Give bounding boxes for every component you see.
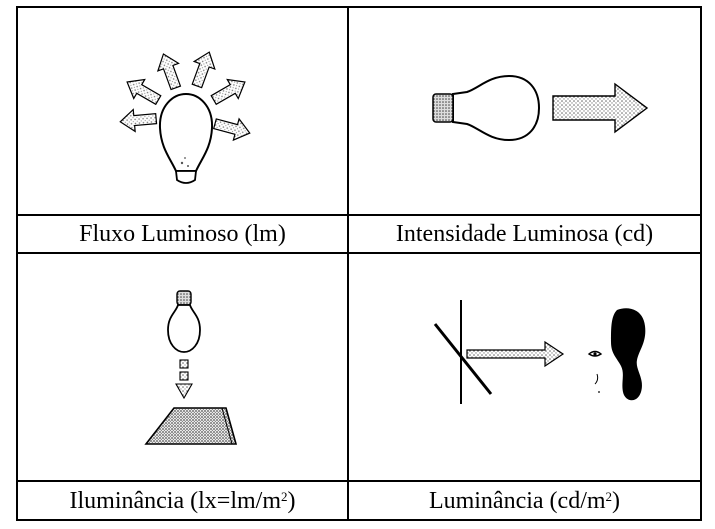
cell-luminous-flux-image — [18, 8, 347, 214]
bulb-over-surface-icon — [144, 290, 238, 445]
cell-luminance-image — [349, 254, 700, 480]
cell-luminous-intensity-image — [349, 8, 700, 214]
bulb-directional-arrow-icon — [432, 74, 649, 142]
bulb-radiating-arrows-icon — [119, 51, 251, 184]
caption-luminance-main: Luminância (cd/m — [428, 487, 606, 514]
cell-illuminance-image — [18, 254, 347, 480]
surface-to-eye-icon — [433, 300, 646, 404]
column-divider — [347, 8, 349, 519]
photometric-quantities-table: Fluxo Luminoso (lm) Intensidade Lumino — [16, 6, 702, 521]
caption-illuminance-close: ) — [287, 487, 296, 514]
caption-luminance-close: ) — [612, 487, 621, 514]
caption-luminous-flux: Fluxo Luminoso (lm) — [79, 221, 286, 247]
caption-illuminance-main: Iluminância (lx=lm/m — [69, 487, 282, 514]
row-divider-middle — [18, 252, 700, 254]
caption-luminous-intensity: Intensidade Luminosa (cd) — [395, 221, 654, 247]
row-divider-top-caption — [18, 214, 700, 216]
row-divider-bottom-caption — [18, 480, 700, 482]
caption-illuminance-sup: 2 — [281, 489, 288, 504]
caption-luminance-sup: 2 — [605, 489, 613, 504]
